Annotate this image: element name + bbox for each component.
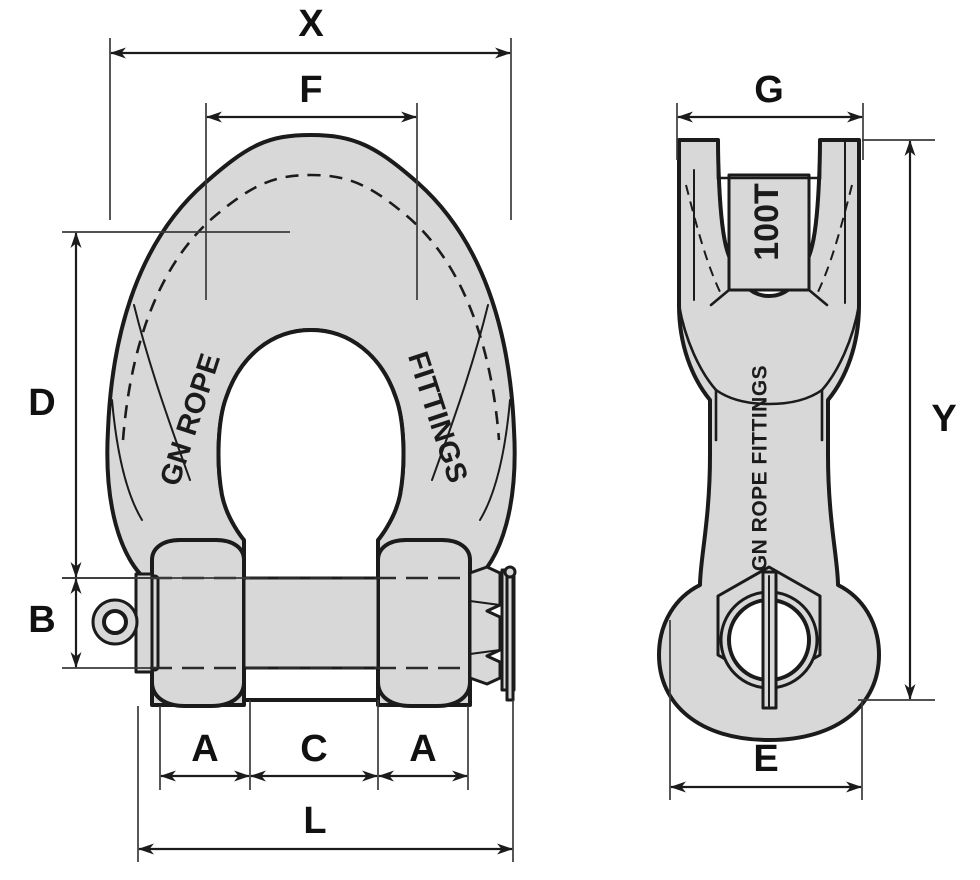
dim-label-x: X bbox=[298, 3, 324, 45]
dim-label-l: L bbox=[303, 800, 326, 842]
shackle-pin bbox=[91, 572, 470, 674]
dim-label-a-left: A bbox=[191, 728, 218, 770]
dim-label-c: C bbox=[300, 728, 327, 770]
dim-label-y: Y bbox=[931, 398, 956, 440]
hex-nut-flat-1 bbox=[469, 600, 501, 606]
end-view-group: 100T GN ROPE FITTINGS bbox=[657, 138, 881, 742]
jaw-hidden-arc-left bbox=[685, 184, 723, 297]
pin-eye-ring-hole bbox=[102, 609, 128, 635]
hex-nut-body bbox=[468, 565, 502, 686]
left-eye-boss bbox=[150, 538, 246, 708]
jaw-hidden-arc-right bbox=[815, 184, 853, 297]
dim-label-d: D bbox=[28, 382, 55, 424]
dim-label-a-right: A bbox=[409, 728, 436, 770]
right-eye-outline bbox=[376, 538, 472, 708]
end-view-dimensions: G Y E bbox=[669, 69, 957, 800]
shank-neck-outline bbox=[714, 388, 824, 406]
pin-nut-assembly bbox=[468, 565, 517, 702]
pin-head-left bbox=[134, 572, 154, 674]
end-view-nut-assembly bbox=[716, 565, 822, 710]
left-taper-edge bbox=[677, 303, 718, 442]
dim-label-f: F bbox=[299, 69, 322, 111]
end-view-outer-profile bbox=[657, 138, 881, 742]
pin-shank bbox=[242, 576, 380, 670]
bow-forging-hidden-line bbox=[121, 173, 501, 441]
cotter-pin-head bbox=[503, 565, 517, 579]
front-view-group: GN ROPE FITTINGS bbox=[91, 133, 517, 708]
left-leg-inner-draft bbox=[133, 304, 191, 481]
dim-label-e: E bbox=[753, 738, 778, 780]
right-shoulder-edge bbox=[479, 399, 511, 521]
front-view-dimensions: X F D B A C A L bbox=[28, 3, 514, 862]
cotter-pin bbox=[505, 570, 515, 702]
left-eye-outline bbox=[150, 538, 246, 708]
right-leg-inner-draft bbox=[431, 304, 489, 481]
right-taper-edge bbox=[820, 303, 861, 442]
dim-label-g: G bbox=[754, 69, 784, 111]
right-eye-boss bbox=[376, 538, 472, 708]
dim-label-b: B bbox=[28, 599, 55, 641]
jaw-rating-marking: 100T bbox=[748, 183, 786, 261]
left-shoulder-edge bbox=[111, 399, 143, 521]
hex-nut-flat-2 bbox=[469, 649, 501, 655]
end-view-body-marking: GN ROPE FITTINGS bbox=[749, 365, 772, 571]
